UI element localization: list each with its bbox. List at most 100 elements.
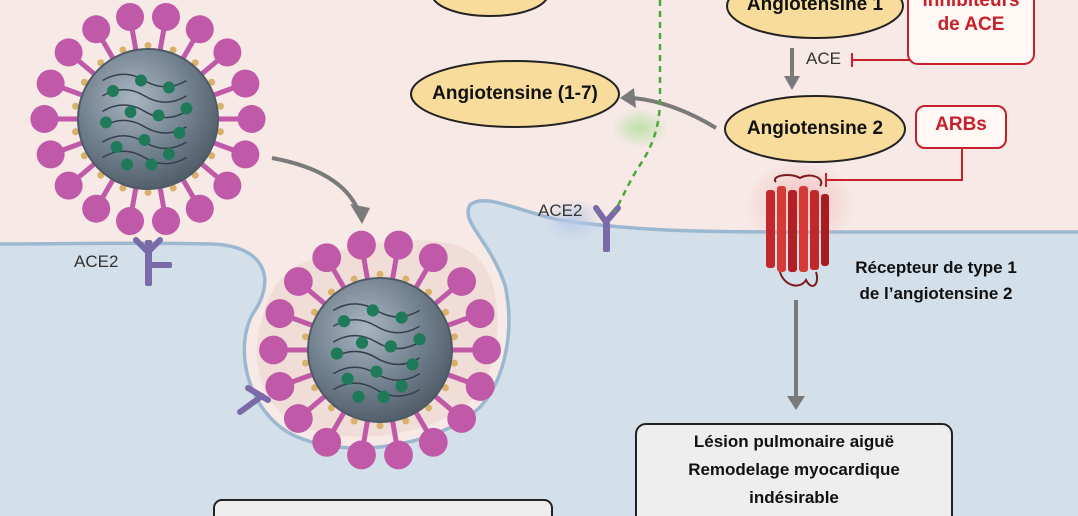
- virus-nucleocapsid: [384, 340, 397, 353]
- virus-spike-head: [231, 140, 260, 169]
- virus-membrane-protein: [72, 128, 80, 136]
- glow-ace2: [543, 198, 603, 242]
- virus-membrane-protein: [441, 308, 449, 316]
- virus-spike-head: [213, 38, 242, 67]
- virus-membrane-protein: [80, 78, 88, 86]
- at1-receptor: [766, 174, 829, 287]
- virus-nucleocapsid: [145, 158, 158, 171]
- virus-membrane-protein: [327, 404, 335, 412]
- ace2-receptor-vesicle: [237, 385, 271, 415]
- virus-nucleocapsid: [163, 81, 175, 94]
- virus-spike-head: [265, 299, 295, 328]
- virus-spike-head: [151, 2, 180, 31]
- virus-nucleocapsid: [135, 74, 147, 87]
- virus-core: [307, 277, 453, 423]
- ace2-receptor-left: [133, 237, 172, 286]
- virus-nucleocapsid: [355, 336, 369, 349]
- virus-spike-head: [259, 335, 288, 365]
- virus-spike-head: [347, 440, 376, 470]
- virus-spike-head: [185, 194, 214, 223]
- green-dashed-pathway: [612, 0, 662, 213]
- ace2-left-label: ACE2: [74, 252, 119, 271]
- glow-green: [612, 108, 668, 148]
- virus-membrane-protein: [402, 417, 410, 425]
- virus-membrane-protein: [311, 308, 319, 316]
- virus-membrane-protein: [216, 128, 224, 136]
- ace2-receptor-membrane: [593, 205, 621, 252]
- virus-membrane-protein: [191, 171, 199, 179]
- ellipse-angiotensine-1: [726, 0, 904, 39]
- virus-spike-head: [116, 207, 145, 236]
- receptor-label-line2: de l’angiotensine 2: [859, 284, 1013, 303]
- virus-spike-head: [447, 404, 477, 433]
- virus-nucleocapsid: [173, 127, 186, 139]
- virus-nucleocapsid: [395, 311, 408, 324]
- virus-membrane-protein: [72, 102, 80, 110]
- virus-membrane-protein: [208, 78, 216, 86]
- virus-spike-head: [116, 2, 145, 31]
- virus-membrane-protein: [450, 359, 458, 367]
- virus-core: [77, 48, 219, 190]
- virus-membrane-protein: [191, 59, 199, 67]
- virus-membrane-protein: [119, 46, 127, 54]
- virus-spike-head: [418, 243, 448, 273]
- virus-membrane-protein: [216, 102, 224, 110]
- outcome-line1: Lésion pulmonaire aiguë: [693, 432, 895, 451]
- angiotensine-1-label: Angiotensine 1: [746, 0, 884, 15]
- virus-nucleocapsid: [341, 372, 354, 385]
- virus-membrane-protein: [144, 189, 152, 196]
- virus-membrane-protein: [97, 59, 105, 67]
- ace2-membrane-label: ACE2: [538, 201, 583, 220]
- virus-membrane-protein: [169, 46, 177, 54]
- virus-spike-head: [465, 299, 495, 328]
- ace-inhibitors-line2: de ACE: [937, 14, 1005, 35]
- virus-nucleocapsid: [138, 134, 151, 146]
- arbs-label: ARBs: [935, 114, 987, 135]
- virus-membrane-protein: [302, 359, 310, 367]
- arbs-box: [915, 105, 1007, 149]
- virus-nucleocapsid: [100, 116, 112, 129]
- virus-nucleocapsid: [377, 390, 390, 403]
- virus-spike-head: [465, 372, 495, 401]
- virus-membrane-protein: [350, 275, 358, 283]
- virus-nucleocapsid: [413, 333, 426, 346]
- virus-spike-head: [265, 372, 295, 401]
- virus-nucleocapsid: [366, 304, 379, 317]
- virus-membrane-protein: [80, 152, 88, 160]
- virus-spike-head: [237, 105, 266, 133]
- virus-nucleocapsid: [107, 85, 119, 97]
- virus-spike-head: [36, 140, 65, 169]
- virus-spike-head: [384, 230, 413, 260]
- outcome-line3: indésirable: [749, 488, 839, 507]
- virus-spike-head: [185, 15, 214, 44]
- virus-membrane-protein: [97, 171, 105, 179]
- coronavirus-particle-1: [30, 2, 266, 236]
- virus-membrane-protein: [402, 275, 410, 283]
- ace-inhibitors-box: [907, 0, 1035, 65]
- cell-membrane: [0, 199, 1078, 450]
- virus-spike-head: [347, 230, 376, 260]
- virus-membrane-protein: [376, 270, 384, 278]
- virus-spike-head: [54, 38, 83, 67]
- outcome-line2: Remodelage myocardique: [688, 460, 900, 479]
- virus-nucleocapsid: [121, 158, 133, 171]
- virus-spike-head: [151, 207, 180, 236]
- virus-membrane-protein: [311, 384, 319, 392]
- virus-spike-head: [54, 171, 83, 200]
- virus-membrane-protein: [119, 184, 127, 192]
- virus-spike-head: [213, 171, 242, 200]
- virus-spike-head: [283, 404, 313, 433]
- virus-spike-head: [36, 69, 65, 98]
- virus-nucleocapsid: [330, 347, 343, 360]
- virus-nucleocapsid: [337, 315, 351, 328]
- bottom-left-box: [213, 499, 553, 516]
- virus-nucleocapsid: [406, 358, 419, 371]
- ellipse-angiotensine-2: [724, 95, 906, 163]
- virus-spike-head: [283, 267, 313, 296]
- virus-spike-head: [418, 427, 448, 457]
- virus-nucleocapsid: [352, 390, 365, 403]
- virus-membrane-protein: [425, 288, 433, 296]
- virus-nucleocapsid: [110, 141, 123, 153]
- virus-nucleocapsid: [163, 148, 175, 160]
